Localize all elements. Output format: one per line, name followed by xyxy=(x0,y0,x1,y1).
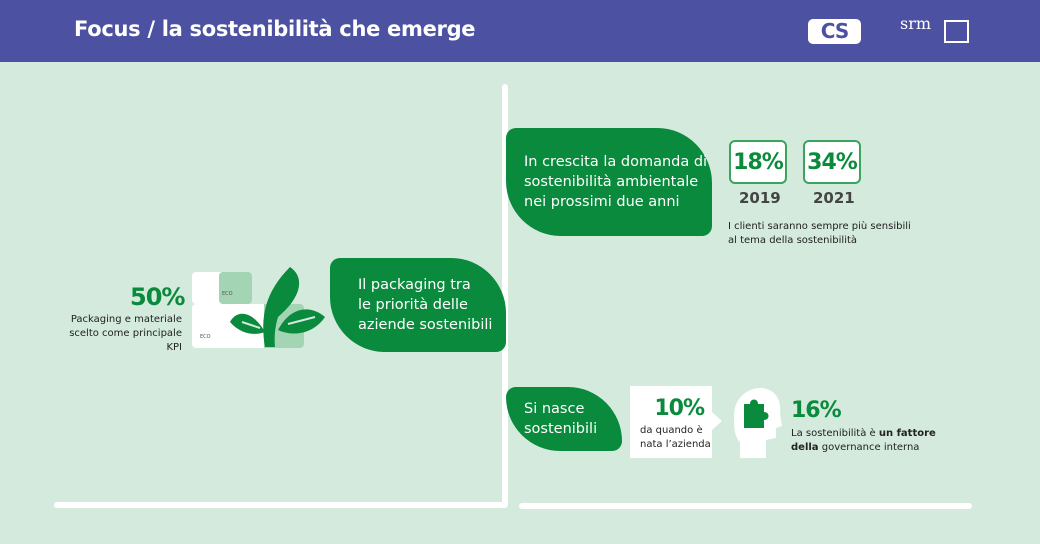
headline-line: Il packaging tra xyxy=(358,277,471,293)
srm-logo: srm xyxy=(900,14,932,33)
demand-note: I clienti saranno sempre più sensibili a… xyxy=(728,220,911,248)
eco-box-icon: ECO xyxy=(219,272,252,304)
horizontal-divider-left xyxy=(54,502,506,508)
cs-logo: CS xyxy=(808,19,861,44)
governance-percent: 16% xyxy=(791,398,842,423)
stat-percent-2021: 34% xyxy=(807,149,858,175)
stat-percent-2019: 18% xyxy=(733,149,784,175)
packaging-headline-card: Il packaging tra le priorità delle aziende… xyxy=(330,258,506,352)
stat-year-2021: 2021 xyxy=(813,189,855,207)
headline-line: sostenibilità ambientale xyxy=(524,174,699,190)
born-desc: da quando è nata l’azienda xyxy=(640,424,711,452)
born-desc-line2: nata l’azienda xyxy=(640,439,711,450)
horizontal-divider-right xyxy=(519,503,972,509)
packaging-percent: 50% xyxy=(130,283,185,311)
pointer-arrow xyxy=(712,412,722,430)
headline-line: Si nasce xyxy=(524,401,585,417)
born-headline-card: Si nasce sostenibili xyxy=(506,387,622,451)
packaging-desc: Packaging e materiale scelto come princi… xyxy=(60,313,182,355)
page-title: Focus / la sostenibilità che emerge xyxy=(74,17,476,41)
born-percent: 10% xyxy=(654,396,705,421)
headline-line: In crescita la domanda di xyxy=(524,154,708,170)
note-line2: al tema della sostenibilità xyxy=(728,235,858,246)
headline-line: nei prossimi due anni xyxy=(524,194,680,210)
born-stat-box: 10% da quando è nata l’azienda xyxy=(630,386,712,458)
headline-line: sostenibili xyxy=(524,421,598,437)
srm-logo-square xyxy=(944,20,969,43)
calendar-icon-2019: 18% xyxy=(729,140,787,184)
gov-text-pre: La sostenibilità è xyxy=(791,428,879,439)
vertical-divider xyxy=(502,84,508,508)
gov-text-bold2: della xyxy=(791,442,819,453)
packaging-desc-line2: scelto come principale KPI xyxy=(69,328,182,353)
headline-line: aziende sostenibili xyxy=(358,317,493,333)
born-desc-line1: da quando è xyxy=(640,425,703,436)
head-puzzle-icon xyxy=(734,388,782,458)
calendar-icon-2021: 34% xyxy=(803,140,861,184)
stat-year-2019: 2019 xyxy=(739,189,781,207)
gov-text-bold1: un fattore xyxy=(878,428,936,439)
governance-desc: La sostenibilità è un fattore della gove… xyxy=(791,427,936,455)
header-bar: Focus / la sostenibilità che emerge CS s… xyxy=(0,0,1040,62)
note-line1: I clienti saranno sempre più sensibili xyxy=(728,221,911,232)
packaging-desc-line1: Packaging e materiale xyxy=(70,314,182,325)
demand-headline-card: In crescita la domanda di sostenibilità a… xyxy=(506,128,712,236)
plant-sprout-icon xyxy=(230,267,325,347)
headline-line: le priorità delle xyxy=(358,297,468,313)
gov-text-post: governance interna xyxy=(818,442,920,453)
